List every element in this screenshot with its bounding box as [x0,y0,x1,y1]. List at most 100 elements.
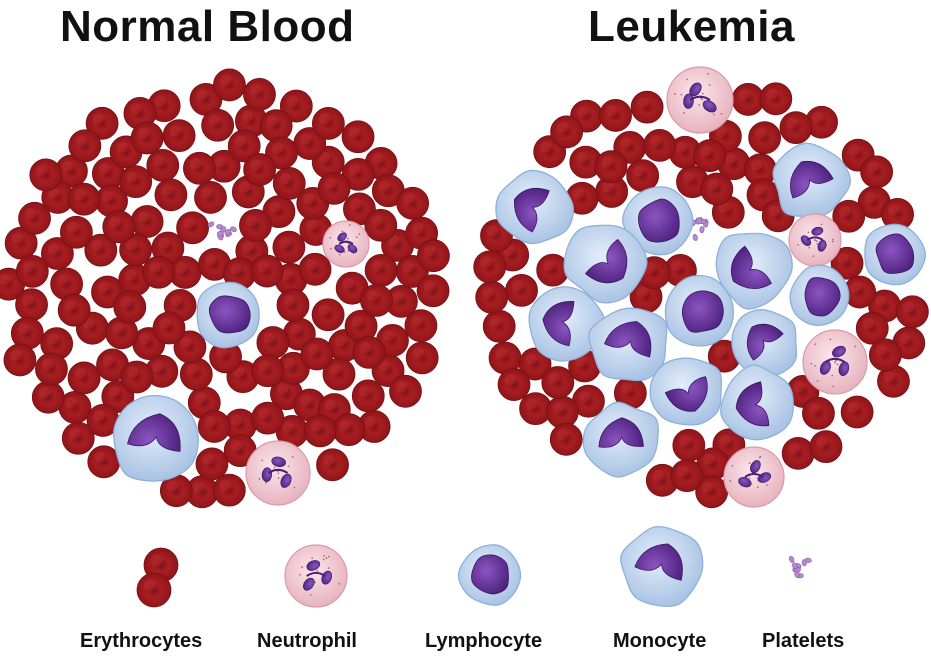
erythrocyte [670,459,704,493]
lymphocyte-cell [457,544,522,606]
erythrocyte [29,158,63,192]
erythrocyte [840,395,874,429]
erythrocyte [364,208,398,242]
legend-label-neutrophil: Neutrophil [257,630,357,652]
monocyte-cell [112,394,199,482]
platelets-cluster [788,556,812,579]
erythrocyte [731,83,765,116]
erythrocyte [341,120,375,154]
erythrocyte [176,211,209,245]
erythrocyte [497,368,531,401]
erythrocyte [877,364,910,398]
erythrocyte [809,430,843,464]
erythrocyte [3,343,37,377]
erythrocyte [272,166,306,200]
erythrocyte [185,475,219,509]
neutrophil-cell [322,220,370,268]
erythrocyte [352,335,386,369]
erythrocyte [18,201,51,235]
lymphocyte-cell [864,223,926,286]
erythrocyte [572,384,605,418]
erythrocyte [251,401,285,435]
legend-label-monocyte: Monocyte [613,630,707,652]
erythrocyte [31,380,65,414]
erythrocyte [748,121,782,155]
erythrocyte [59,215,93,249]
monocyte-cell [620,525,704,607]
erythrocyte [700,172,734,206]
erythrocyte [855,311,889,345]
erythrocyte [536,253,570,287]
neutrophil-cell [723,446,785,508]
erythrocyte [145,354,179,388]
neutrophil-cell [788,213,842,267]
normal-blood-title: Normal Blood [60,2,355,51]
legend-icons [136,525,812,608]
erythrocyte [68,129,102,163]
erythrocyte [344,309,378,343]
erythrocyte [332,413,366,447]
erythrocyte [881,198,914,231]
erythrocyte [102,210,136,244]
erythrocyte [311,107,345,140]
erythrocyte [298,252,332,286]
erythrocyte [67,182,101,216]
erythrocyte [417,239,450,273]
erythrocyte [159,474,193,508]
erythrocyte [389,374,422,408]
monocyte-cell [528,286,606,362]
erythrocyte [416,274,450,308]
erythrocyte [518,347,552,381]
erythrocyte [276,288,310,322]
erythrocyte [256,326,290,359]
erythrocyte [317,171,351,205]
erythrocyte [213,68,246,102]
lymphocyte-cell [622,186,694,256]
erythrocyte [482,309,516,343]
erythrocyte [405,341,439,375]
erythrocyte [759,82,793,116]
neutrophil-cell [284,544,348,608]
erythrocyte [569,145,603,179]
erythrocyte [672,428,706,462]
erythrocyte [130,205,164,238]
normal-blood-panel [0,68,450,509]
erythrocyte [832,199,866,233]
erythrocyte [55,154,88,188]
erythrocyte [136,572,172,608]
erythrocyte [239,208,272,242]
erythrocyte [335,271,369,305]
erythrocyte [243,78,276,111]
erythrocyte [475,280,509,314]
erythrocyte [322,357,356,391]
erythrocyte [243,153,277,186]
neutrophil-cell [802,329,868,395]
erythrocyte [87,445,121,479]
platelets-cluster [690,217,709,241]
erythrocyte [868,338,902,372]
erythrocyte [279,89,313,123]
erythrocyte [113,290,147,324]
erythrocyte [594,150,628,183]
erythrocyte [541,366,575,399]
erythrocyte [895,295,929,329]
lymphocyte-cell [196,281,260,349]
erythrocyte [195,447,229,481]
erythrocyte [15,288,48,322]
erythrocyte [119,233,153,267]
erythrocyte [119,165,153,199]
erythrocyte [85,106,119,140]
erythrocyte [201,108,235,142]
erythrocyte [316,448,349,482]
erythrocyte [179,357,213,391]
erythrocyte [830,246,864,280]
erythrocyte [843,275,877,309]
monocyte-cell [772,142,851,218]
erythrocyte [364,254,398,287]
lymphocyte-cell [664,274,735,347]
erythrocyte [183,151,216,185]
erythrocyte [300,337,334,371]
erythrocyte [162,119,196,153]
erythrocyte [272,230,306,264]
